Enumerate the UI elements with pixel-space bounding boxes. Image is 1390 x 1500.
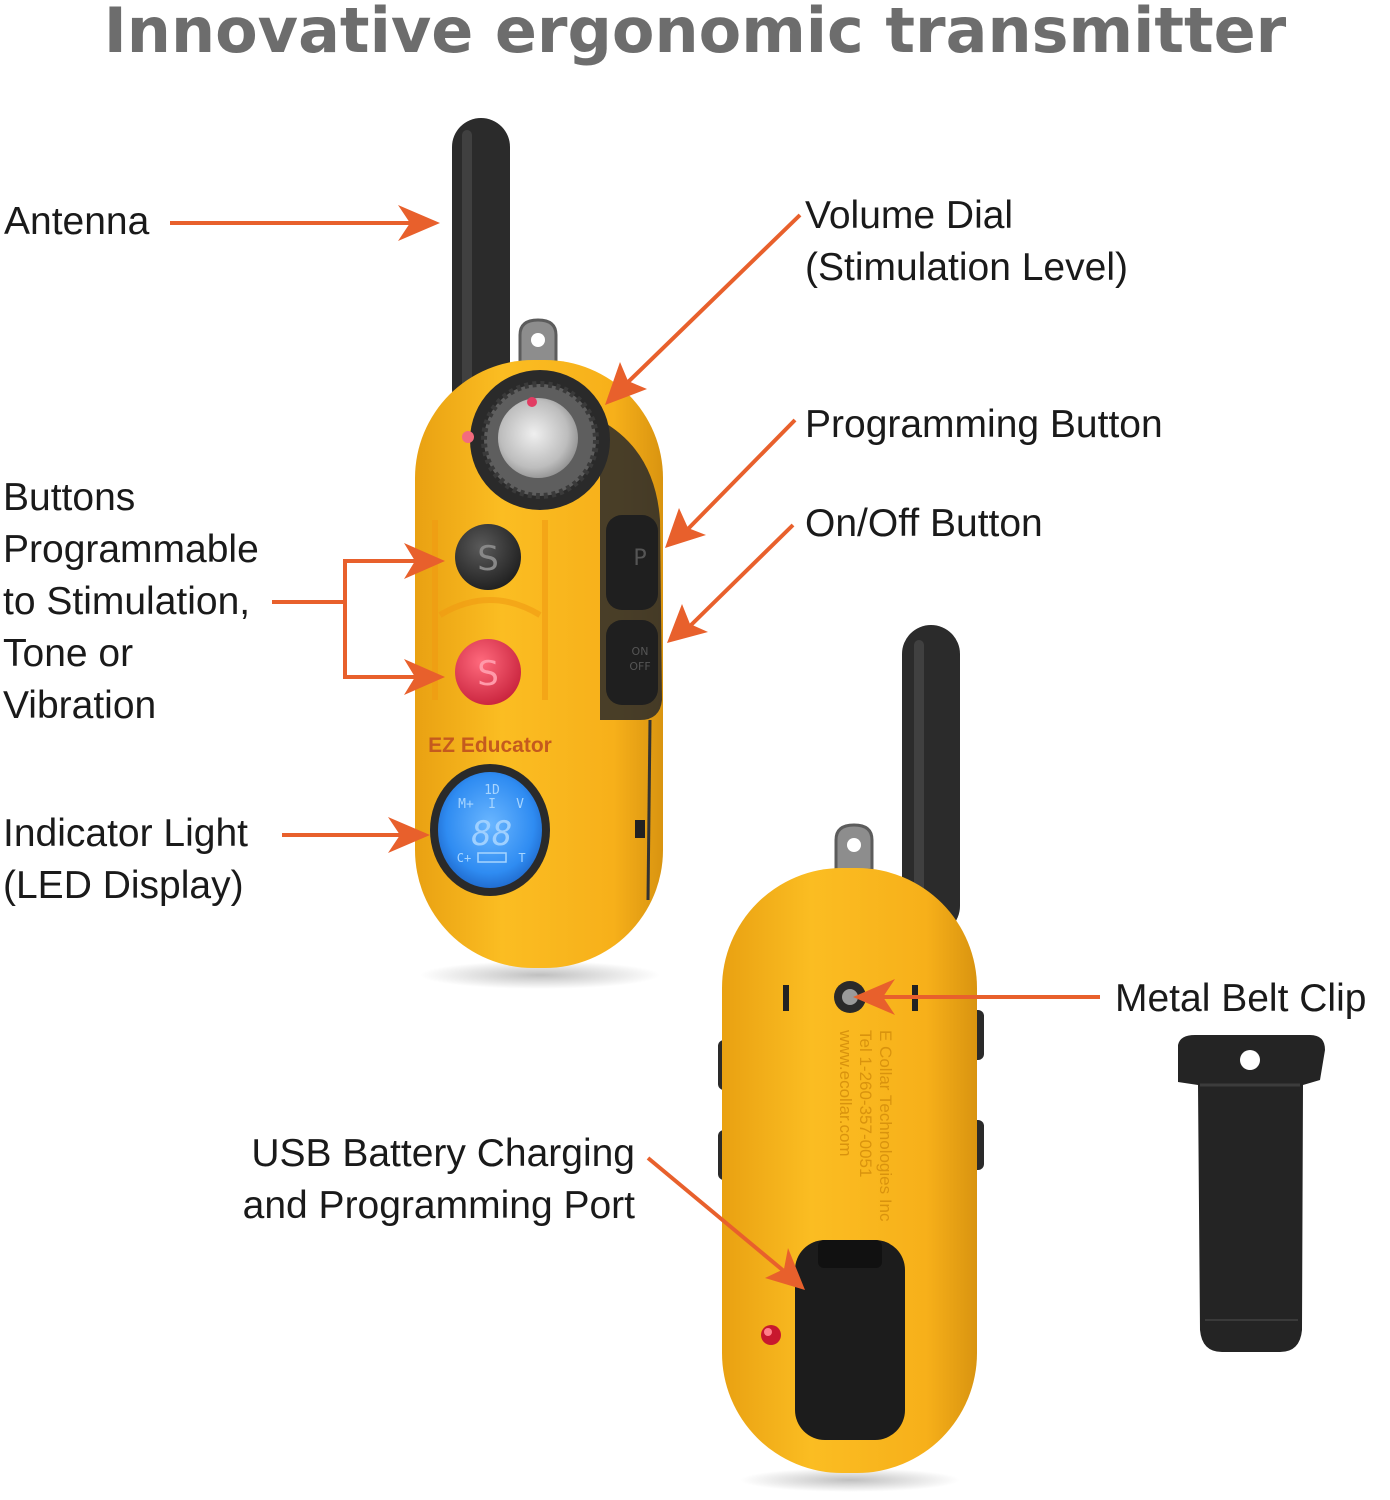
on-off-button-image [606, 620, 658, 705]
volume-dial-arrow [623, 213, 802, 387]
svg-text:Tel 1-260-357-0051: Tel 1-260-357-0051 [856, 1030, 875, 1177]
svg-text:1D: 1D [484, 783, 500, 798]
programming-button-label: Programming Button [805, 403, 1163, 446]
svg-text:OFF: OFF [629, 660, 650, 673]
svg-text:C+: C+ [457, 851, 471, 865]
svg-text:E Collar Technologies Inc: E Collar Technologies Inc [876, 1030, 895, 1222]
svg-text:V: V [516, 797, 524, 812]
indicator-light-label-line-2: (LED Display) [3, 864, 244, 907]
svg-text:M+: M+ [458, 797, 474, 812]
black-stimulation-button-image [455, 524, 521, 590]
metal-belt-clip-image [1178, 1035, 1325, 1352]
usb-port-label: USB Battery Charging and Programming Por… [150, 1128, 635, 1232]
buttons-label-line-5: Vibration [3, 684, 157, 727]
svg-text:S: S [477, 539, 499, 579]
indicator-light-label: Indicator Light (LED Display) [3, 808, 248, 912]
indicator-light-label-line-1: Indicator Light [3, 812, 248, 855]
on-off-button-arrow [686, 523, 795, 630]
svg-text:ON: ON [632, 645, 649, 658]
volume-dial-label-line-1: Volume Dial [805, 194, 1014, 237]
buttons-label: Buttons Programmable to Stimulation, Ton… [3, 472, 259, 732]
usb-port-arrow [646, 1156, 787, 1274]
belt-clip-label: Metal Belt Clip [1115, 977, 1367, 1020]
volume-dial-label: Volume Dial (Stimulation Level) [805, 190, 1128, 294]
callout-arrows [170, 205, 1100, 1290]
buttons-label-line-4: Tone or [3, 632, 134, 675]
buttons-label-line-3: to Stimulation, [3, 580, 251, 623]
svg-text:www.ecollar.com: www.ecollar.com [836, 1029, 855, 1157]
programming-button-arrow [683, 418, 797, 534]
svg-text:88: 88 [472, 814, 513, 854]
antenna-label: Antenna [4, 200, 150, 243]
programming-button-image [606, 515, 658, 610]
on-off-button-label: On/Off Button [805, 502, 1043, 545]
svg-text:I: I [488, 797, 496, 812]
volume-dial-label-line-2: (Stimulation Level) [805, 246, 1128, 289]
led-display-image [438, 772, 542, 888]
buttons-label-line-2: Programmable [3, 528, 259, 571]
usb-port-cover-image [795, 1240, 905, 1440]
usb-port-label-line-2: and Programming Port [242, 1184, 635, 1227]
red-stimulation-button-image [455, 639, 521, 705]
buttons-label-line-1: Buttons [3, 476, 136, 519]
back-transmitter: E Collar Technologies Inc Tel 1-260-357-… [718, 625, 984, 1492]
svg-text:S: S [477, 654, 499, 694]
brand-text: EZ Educator [428, 734, 552, 757]
svg-text:P: P [633, 546, 646, 571]
svg-text:T: T [518, 851, 525, 865]
page-title: Innovative ergonomic transmitter [103, 0, 1287, 67]
front-transmitter: P ON OFF S S EZ Educator 1D M+ I V 88 C+… [415, 118, 663, 989]
back-body [722, 868, 977, 1473]
usb-port-label-line-1: USB Battery Charging [251, 1132, 635, 1175]
